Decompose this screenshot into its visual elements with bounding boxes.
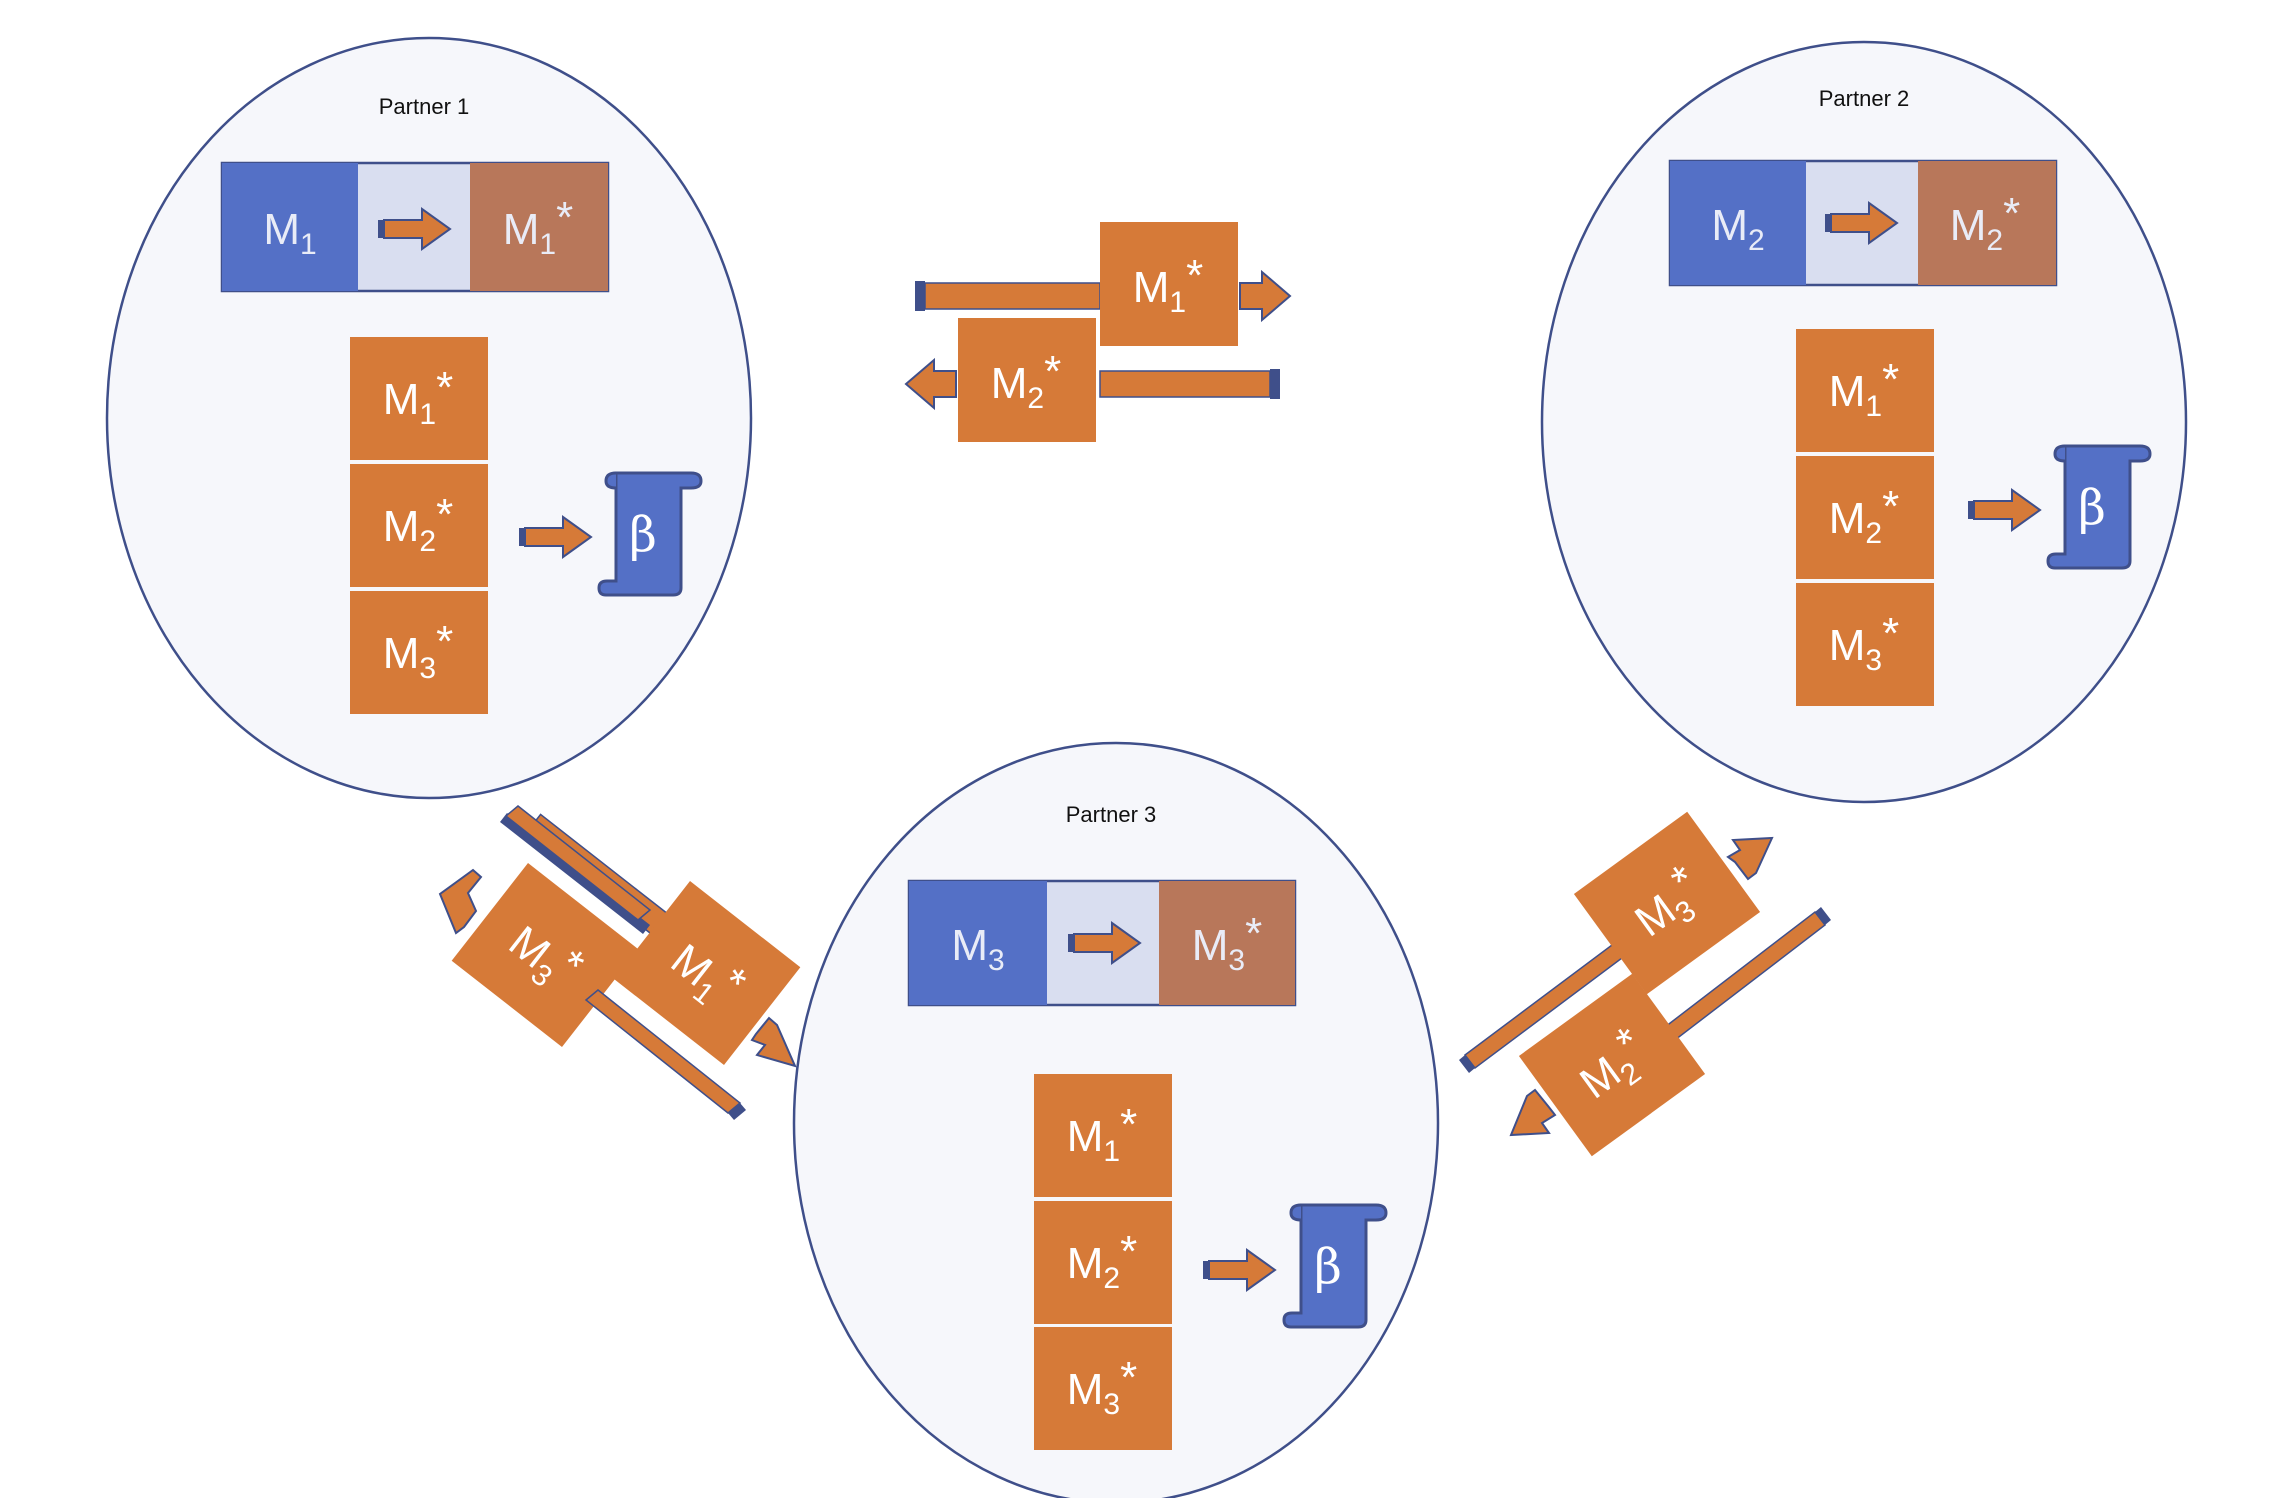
- partner-3-model-star-label: M3*: [1192, 909, 1262, 977]
- svg-text:M1*: M1*: [1067, 1100, 1137, 1168]
- partner-3-model-bar: M3 M3*: [907, 879, 1297, 1007]
- exchange-box-m1: [613, 881, 801, 1065]
- partner-3: Partner 3 M3 M3* M1* M2* M3* β: [792, 741, 1440, 1498]
- stack-box-m1: [350, 337, 488, 460]
- partner-1-model-stack: M1* M2* M3*: [350, 337, 488, 714]
- svg-text:β: β: [2078, 480, 2106, 536]
- svg-text:M3*: M3*: [1067, 1353, 1137, 1421]
- partner-2-model-bar: M2 M2*: [1668, 159, 2058, 287]
- svg-text:M1*: M1*: [383, 363, 453, 431]
- svg-text:β: β: [1314, 1239, 1342, 1295]
- partner-2-model-label: M2: [1711, 201, 1764, 257]
- long-bar-upper: [500, 805, 652, 934]
- exchange-box-m1: [1100, 222, 1238, 346]
- svg-text:M3*: M3*: [1829, 609, 1899, 677]
- beta-scroll-icon: β: [597, 471, 703, 597]
- partner-3-model-stack: M1* M2* M3*: [1034, 1074, 1172, 1450]
- stack-box-m1: [1034, 1074, 1172, 1197]
- svg-text:M1*: M1*: [1133, 251, 1203, 319]
- partner-1-model-star-label: M1*: [503, 193, 573, 261]
- beta-scroll-icon: β: [2046, 444, 2152, 570]
- svg-text:M2*: M2*: [1067, 1227, 1137, 1295]
- beta-scroll-icon: β: [1282, 1203, 1388, 1329]
- svg-text:M1*: M1*: [1829, 355, 1899, 423]
- partner-1-model-bar: M1 M1*: [220, 161, 610, 293]
- long-arrow-left: [904, 357, 1280, 411]
- svg-text:β: β: [629, 507, 657, 563]
- svg-text:M2*: M2*: [1829, 482, 1899, 550]
- exchange-p1-p2: M1* M2*: [904, 222, 1292, 442]
- svg-text:M3*: M3*: [383, 617, 453, 685]
- exchange-box-m3: [1573, 811, 1761, 995]
- partner-2-model-star-label: M2*: [1950, 189, 2020, 257]
- stack-box-m3: [1034, 1327, 1172, 1450]
- stack-box-m2: [350, 464, 488, 587]
- partner-2-title: Partner 2: [1819, 86, 1910, 111]
- stack-box-m2: [1034, 1201, 1172, 1324]
- arrow-head-up-right: [1726, 836, 1774, 881]
- long-bar-lower: [584, 989, 746, 1120]
- exchange-box-m2: [1518, 973, 1706, 1157]
- partner-3-title: Partner 3: [1066, 802, 1157, 827]
- arrow-head-down-right: [750, 1016, 797, 1068]
- arrow-head-up-left: [438, 868, 483, 935]
- arrow-head-down-left: [1509, 1088, 1557, 1137]
- partner-2-model-stack: M1* M2* M3*: [1796, 329, 1934, 706]
- partner-1-title: Partner 1: [379, 94, 470, 119]
- stack-box-m1: [1796, 329, 1934, 452]
- partner-1-model-label: M1: [263, 205, 316, 261]
- partner-2: Partner 2 M2 M2* M1* M2* M3* β: [1540, 40, 2188, 804]
- svg-text:M2*: M2*: [991, 347, 1061, 415]
- exchange-box-m2: [958, 318, 1096, 442]
- stack-box-m2: [1796, 456, 1934, 579]
- exchange-p1-p3: M3* M1*: [438, 805, 801, 1120]
- svg-text:M2*: M2*: [383, 490, 453, 558]
- stack-box-m3: [1796, 583, 1934, 706]
- partner-3-model-label: M3: [951, 921, 1004, 977]
- partner-1: Partner 1 M1 M1* M1* M2* M3* β: [105, 36, 753, 800]
- long-arrow-right: [915, 269, 1292, 323]
- exchange-p2-p3: M3* M2*: [1459, 811, 1831, 1157]
- stack-box-m3: [350, 591, 488, 714]
